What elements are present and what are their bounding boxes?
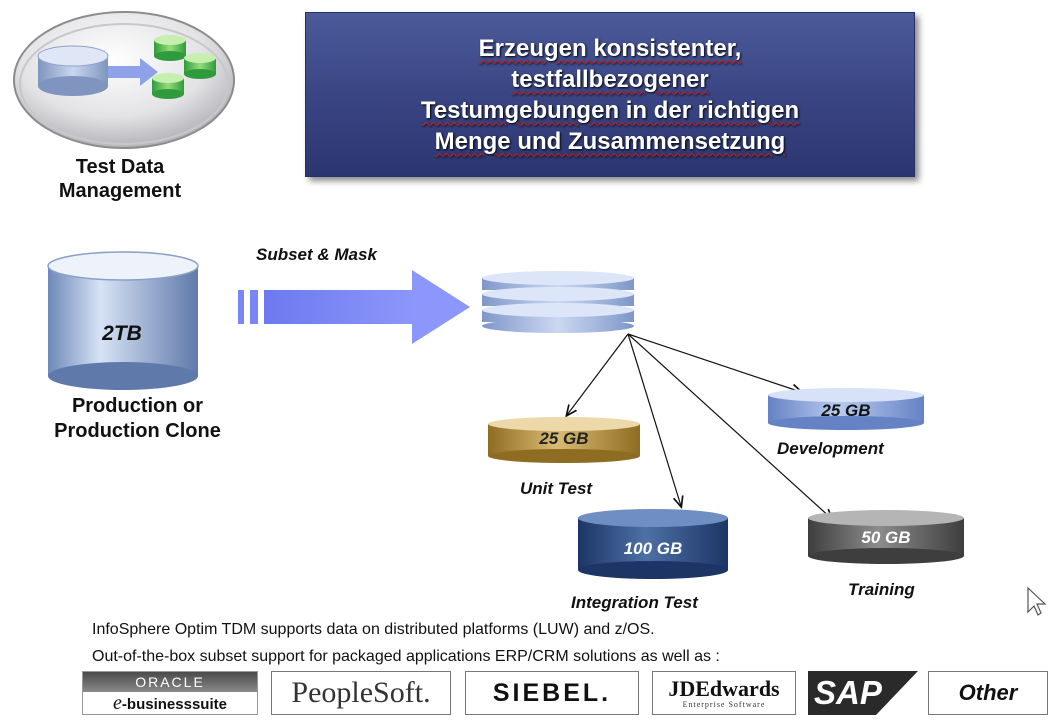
peoplesoft-logo: PeopleSoft. <box>271 671 451 715</box>
training-size: 50 GB <box>861 528 911 547</box>
development-size: 25 GB <box>821 401 871 420</box>
arrow-to-integration-test <box>627 333 681 506</box>
production-label-line-1: Production or <box>71 395 204 417</box>
subset-stack-icon <box>482 271 634 333</box>
sap-logo-shape <box>808 671 918 715</box>
arrow-to-development <box>627 333 801 392</box>
headline-text: Erzeugen konsistenter, testfallbezogener… <box>330 33 890 157</box>
oracle-ebusiness-suite-logo: ORACLE e-businesssuite <box>82 671 258 715</box>
arrow-to-unit-test <box>567 333 629 415</box>
jdedwards-logo-subtext: Enterprise Software <box>682 699 766 709</box>
test-data-management-icon <box>13 11 235 149</box>
integration-test-size: 100 GB <box>623 539 683 558</box>
headline-line-1: Erzeugen konsistenter, <box>478 34 742 62</box>
mouse-cursor-icon <box>1027 586 1047 616</box>
headline-box: Erzeugen konsistenter, testfallbezogener… <box>305 12 915 177</box>
oracle-suite-text: -businesssuite <box>121 696 227 713</box>
production-label: Production or Production Clone <box>15 394 260 444</box>
unit-test-database-icon <box>488 417 640 463</box>
oracle-logo-text: ORACLE <box>135 674 205 690</box>
test-data-management-label: Test Data Management <box>20 155 220 203</box>
oracle-logo-bar: ORACLE <box>83 672 257 692</box>
jdedwards-logo: JDEdwards Enterprise Software <box>652 671 796 715</box>
production-label-line-2: Production Clone <box>54 420 221 442</box>
subset-mask-arrow <box>238 270 470 344</box>
oracle-e-letter: e <box>113 692 122 714</box>
headline-line-2: testfallbezogener <box>511 65 709 93</box>
footer-text-platforms: InfoSphere Optim TDM supports data on di… <box>92 621 655 638</box>
development-label: Development <box>777 439 884 458</box>
tdm-label-line-1: Test Data <box>75 156 165 178</box>
training-database-icon <box>808 510 964 564</box>
training-label: Training <box>848 580 915 599</box>
subset-mask-label: Subset & Mask <box>256 245 377 264</box>
jdedwards-logo-text: JDEdwards <box>668 675 780 701</box>
footer-text-packaged-apps: Out-of-the-box subset support for packag… <box>92 648 720 665</box>
sap-logo-text: SAP <box>814 674 882 711</box>
sap-logo: SAP <box>808 671 918 715</box>
production-size-label: 2TB <box>102 322 142 345</box>
siebel-logo: SIEBEL. <box>465 671 639 715</box>
peoplesoft-logo-text: PeopleSoft. <box>291 676 431 709</box>
integration-test-label: Integration Test <box>571 593 698 612</box>
unit-test-size: 25 GB <box>539 429 589 448</box>
siebel-logo-text: SIEBEL. <box>492 678 612 707</box>
unit-test-label: Unit Test <box>520 479 593 498</box>
other-logo: Other <box>928 671 1048 715</box>
other-logo-text: Other <box>958 680 1018 705</box>
integration-test-database-icon <box>578 509 728 579</box>
tdm-label-line-2: Management <box>58 180 182 202</box>
development-database-icon <box>768 388 924 430</box>
arrow-to-training <box>627 333 832 519</box>
ebusiness-suite-text: e-businesssuite <box>83 692 257 714</box>
headline-line-3: Testumgebungen in der richtigen <box>420 96 800 124</box>
production-database-icon <box>47 251 199 390</box>
headline-line-4: Menge und Zusammensetzung <box>434 127 786 155</box>
